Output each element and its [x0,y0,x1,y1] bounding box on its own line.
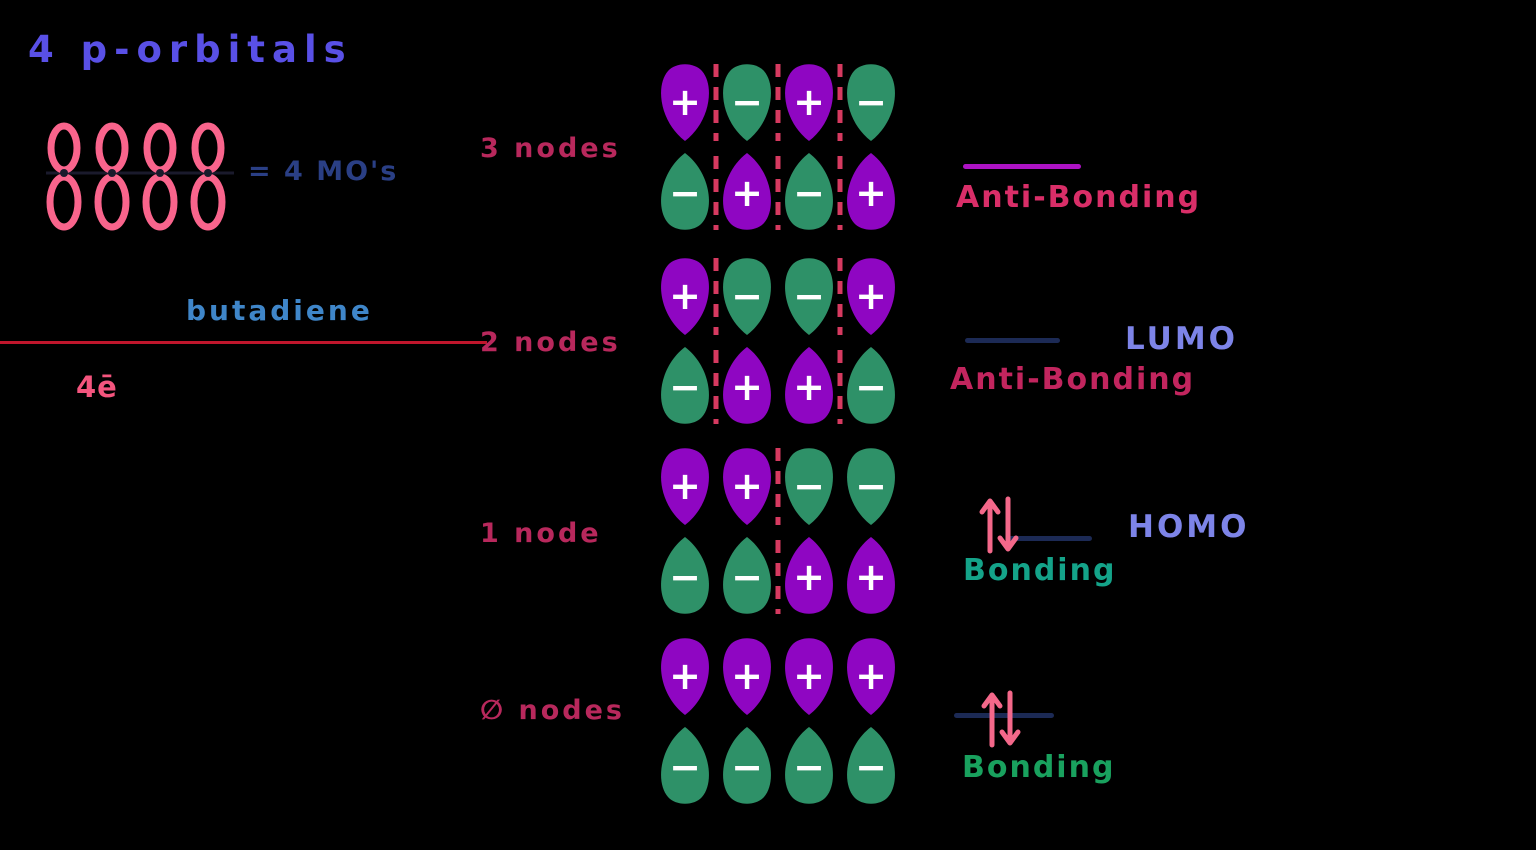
svg-text:−: − [855,464,887,508]
svg-text:+: + [731,365,763,409]
svg-text:−: − [669,555,701,599]
energy-level-line [954,713,1054,718]
svg-text:−: − [855,745,887,789]
svg-text:+: + [669,274,701,318]
bonding-type-label: Anti-Bonding [956,180,1202,215]
bonding-type-label: Bonding [962,750,1116,785]
svg-text:−: − [793,274,825,318]
svg-text:−: − [793,171,825,215]
svg-text:+: + [731,171,763,215]
node-count-label: ∅ nodes [480,695,626,726]
mo-orbital-row-1: +−−+−++− [652,258,912,424]
bonding-type-label: Bonding [963,553,1117,588]
svg-text:+: + [793,555,825,599]
svg-text:+: + [855,555,887,599]
svg-text:−: − [793,464,825,508]
svg-text:+: + [793,654,825,698]
svg-text:+: + [669,464,701,508]
node-count-label: 3 nodes [480,133,621,164]
svg-text:−: − [731,555,763,599]
electron-pair-arrows [979,496,1019,554]
energy-level-line [965,338,1060,343]
svg-text:+: + [731,654,763,698]
p-orbitals-sketch [46,122,234,231]
svg-text:−: − [731,745,763,789]
svg-text:−: − [731,80,763,124]
svg-text:−: − [731,274,763,318]
divider-line [0,341,487,344]
svg-text:−: − [669,745,701,789]
mo-orbital-row-2: +−+−−+−+ [652,448,912,614]
svg-text:+: + [855,274,887,318]
bonding-type-label: Anti-Bonding [950,362,1196,397]
svg-text:+: + [793,365,825,409]
svg-text:+: + [731,464,763,508]
homo-label: HOMO [1128,509,1250,545]
energy-level-line [1008,536,1092,541]
svg-text:+: + [669,80,701,124]
svg-text:−: − [669,365,701,409]
svg-text:−: − [793,745,825,789]
electron-count-label: 4ē [76,370,118,404]
energy-level-line [963,164,1081,169]
svg-text:−: − [855,80,887,124]
svg-text:+: + [793,80,825,124]
svg-text:+: + [669,654,701,698]
svg-text:−: − [669,171,701,215]
node-count-label: 1 node [480,518,602,549]
electron-pair-arrows [981,690,1021,748]
svg-text:+: + [855,171,887,215]
mo-orbital-row-3: + − + − + − + − [652,638,912,804]
mo-orbital-row-0: +−−++−−+ [652,64,912,230]
mo-count-label: = 4 MO's [248,156,399,187]
node-count-label: 2 nodes [480,327,621,358]
lumo-label: LUMO [1125,321,1239,357]
page-title: 4 p-orbitals [28,28,353,71]
molecule-label: butadiene [186,294,373,327]
svg-text:+: + [855,654,887,698]
svg-text:−: − [855,365,887,409]
